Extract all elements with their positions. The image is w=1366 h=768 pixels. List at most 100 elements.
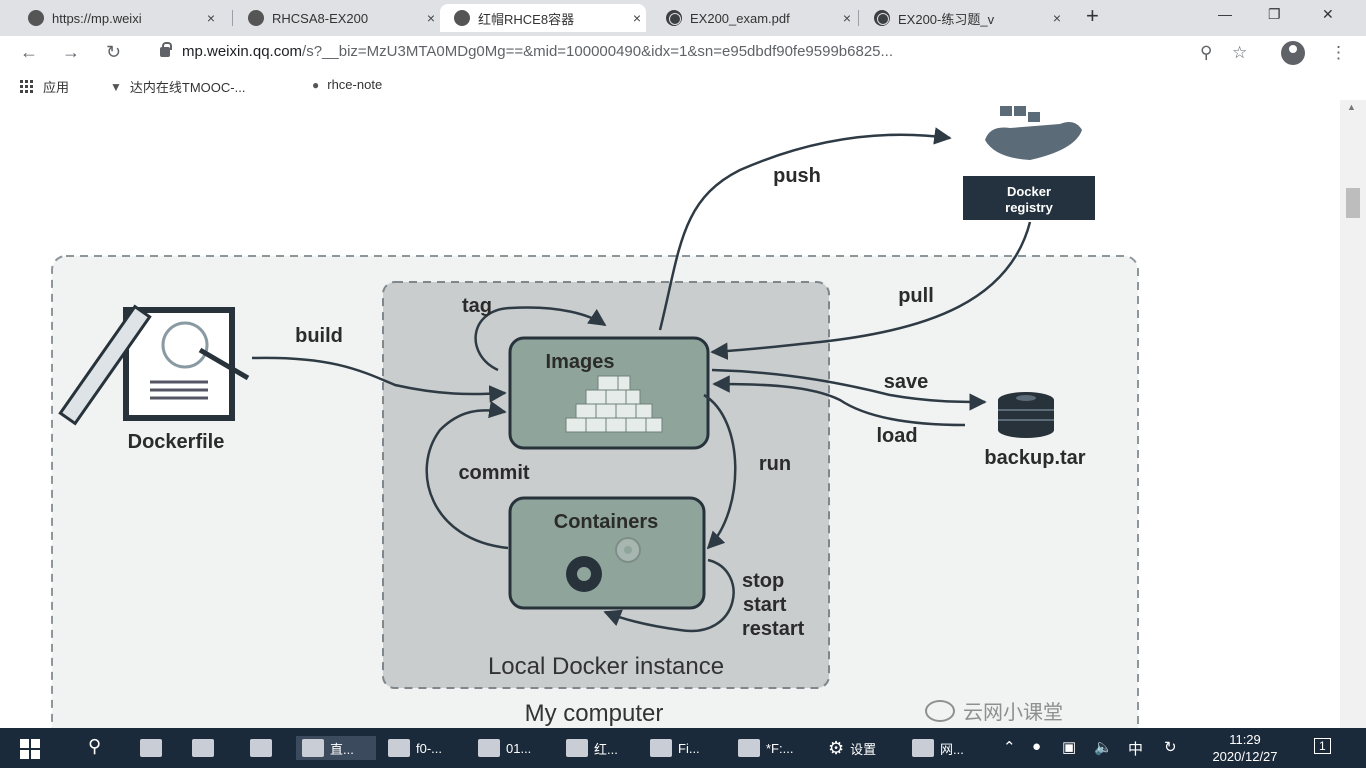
close-icon[interactable]: × [206, 10, 216, 26]
close-icon[interactable]: × [426, 10, 436, 26]
folder-icon [650, 739, 672, 757]
push-arrow [658, 127, 952, 331]
back-icon[interactable]: ← [20, 42, 38, 62]
taskbar-pinned-3[interactable] [250, 736, 278, 760]
zoom-icon[interactable]: ⚲ [1200, 43, 1213, 62]
close-icon[interactable]: × [632, 10, 642, 26]
pull-arrow [710, 221, 1032, 360]
load-label: load [876, 425, 917, 447]
taskbar-clock[interactable]: 11:29 2020/12/27 [1205, 731, 1285, 765]
tab-3-active[interactable]: 红帽RHCE8容器 × [440, 4, 646, 32]
backup-label: backup.tar [984, 447, 1085, 469]
windows-taskbar: ⚲ 直... f0-... 01... 红... Fi... *F:... ⚙设… [0, 728, 1366, 768]
run-arrow [703, 393, 737, 550]
bookmark-apps[interactable]: 应用 [20, 77, 69, 96]
network-status-icon[interactable]: ▣ [1062, 739, 1077, 756]
minimize-icon[interactable]: — [1218, 6, 1232, 22]
scroll-up-icon[interactable]: ▲ [1347, 102, 1356, 112]
bookmark-icon: ▼ [110, 79, 122, 94]
taskbar-label: 直... [330, 741, 354, 757]
lock-icon[interactable] [160, 42, 172, 57]
wechat-icon [248, 10, 264, 26]
bookmarks-bar: 应用 ▼ 达内在线TMOOC-... ● rhce-note [0, 70, 1366, 100]
whale-icon [985, 122, 1082, 160]
taskbar-app-3[interactable]: 01... [478, 736, 531, 760]
gears-icon [566, 537, 641, 592]
globe-icon [666, 10, 682, 26]
volume-icon[interactable]: 🔈 [1094, 739, 1113, 756]
save-label: save [884, 371, 929, 393]
taskbar-app-5[interactable]: Fi... [650, 736, 700, 760]
local-docker-label: Local Docker instance [488, 653, 724, 680]
dockerfile-icon [58, 304, 250, 426]
stop-label: stop [742, 570, 784, 592]
wechat-watermark: 云网小课堂 [925, 696, 1063, 725]
globe-icon [874, 10, 890, 26]
sync-icon[interactable]: ↻ [1164, 739, 1177, 756]
reload-icon[interactable]: ↻ [106, 42, 122, 62]
url-path: /s?__biz=MzU3MTA0MDg0Mg==&mid=100000490&… [302, 43, 894, 60]
tab-title: EX200-练习题_v [898, 11, 995, 27]
menu-dots-icon[interactable]: ⋮ [1330, 43, 1347, 62]
restore-icon[interactable]: ❐ [1268, 6, 1281, 22]
taskbar-label: *F:... [766, 740, 794, 756]
taskbar-label: 01... [506, 740, 532, 756]
taskbar-app-4[interactable]: 红... [566, 736, 618, 760]
url-host: mp.weixin.qq.com [182, 43, 303, 60]
microphone-icon[interactable]: ● [1032, 738, 1042, 755]
taskbar-app-7[interactable]: ⚙设置 [828, 736, 876, 760]
clock-time: 11:29 [1229, 732, 1261, 747]
star-icon[interactable]: ☆ [1232, 43, 1248, 62]
save-arrow [711, 368, 987, 411]
apps-icon [20, 80, 33, 93]
image-layers-icon [565, 375, 663, 433]
tab-title: 红帽RHCE8容器 [478, 11, 575, 27]
taskbar-app-1[interactable]: 直... [296, 736, 376, 760]
wechat-icon [28, 10, 44, 26]
notification-center-icon[interactable]: 1 [1314, 738, 1331, 754]
network-icon [912, 739, 934, 757]
close-icon[interactable]: × [1052, 10, 1062, 26]
app-icon [140, 739, 162, 757]
profile-avatar[interactable] [1281, 41, 1305, 65]
tray-expand-icon[interactable]: ⌃ [1003, 739, 1016, 756]
watermark-text: 云网小课堂 [963, 702, 1063, 724]
wechat-icon: ● [312, 77, 320, 92]
tab-4[interactable]: EX200_exam.pdf × [652, 4, 856, 32]
taskbar-app-6[interactable]: *F:... [738, 736, 793, 760]
run-label: run [759, 453, 791, 475]
taskbar-pinned-2[interactable] [192, 736, 220, 760]
taskbar-app-8[interactable]: 网... [912, 736, 964, 760]
tab-divider [232, 10, 233, 26]
tab-5[interactable]: EX200-练习题_v × [860, 4, 1066, 32]
pull-label: pull [898, 285, 934, 307]
scroll-thumb[interactable] [1346, 188, 1360, 218]
taskbar-label: Fi... [678, 740, 700, 756]
taskbar-pinned-1[interactable] [140, 736, 168, 760]
taskbar-label: 设置 [850, 741, 877, 757]
wechat-icon [454, 10, 470, 26]
tab-title: EX200_exam.pdf [690, 10, 790, 26]
address-bar[interactable]: mp.weixin.qq.com/s?__biz=MzU3MTA0MDg0Mg=… [182, 43, 893, 60]
push-label: push [773, 165, 821, 187]
bookmark-rhce-note[interactable]: ● rhce-note [312, 77, 382, 92]
search-icon[interactable]: ⚲ [88, 736, 102, 756]
tab-divider [858, 10, 859, 26]
ime-indicator[interactable]: 中 [1128, 741, 1144, 758]
my-computer-label: My computer [525, 700, 664, 727]
tab-1[interactable]: https://mp.weixi × [14, 4, 220, 32]
windows-start-icon[interactable] [20, 739, 40, 759]
bookmark-label: 达内在线TMOOC-... [129, 80, 246, 95]
forward-icon[interactable]: → [62, 42, 80, 62]
bookmark-label: 应用 [43, 80, 70, 95]
taskbar-app-2[interactable]: f0-... [388, 736, 442, 760]
close-icon[interactable]: × [842, 10, 852, 26]
ppt-icon [302, 739, 324, 757]
new-tab-button[interactable]: + [1086, 3, 1099, 28]
tab-2[interactable]: RHCSA8-EX200 × [234, 4, 440, 32]
window-close-icon[interactable]: ✕ [1322, 6, 1334, 22]
bookmark-tmooc[interactable]: ▼ 达内在线TMOOC-... [110, 77, 245, 96]
containers-box [508, 496, 706, 610]
taskbar-label: f0-... [416, 740, 443, 756]
